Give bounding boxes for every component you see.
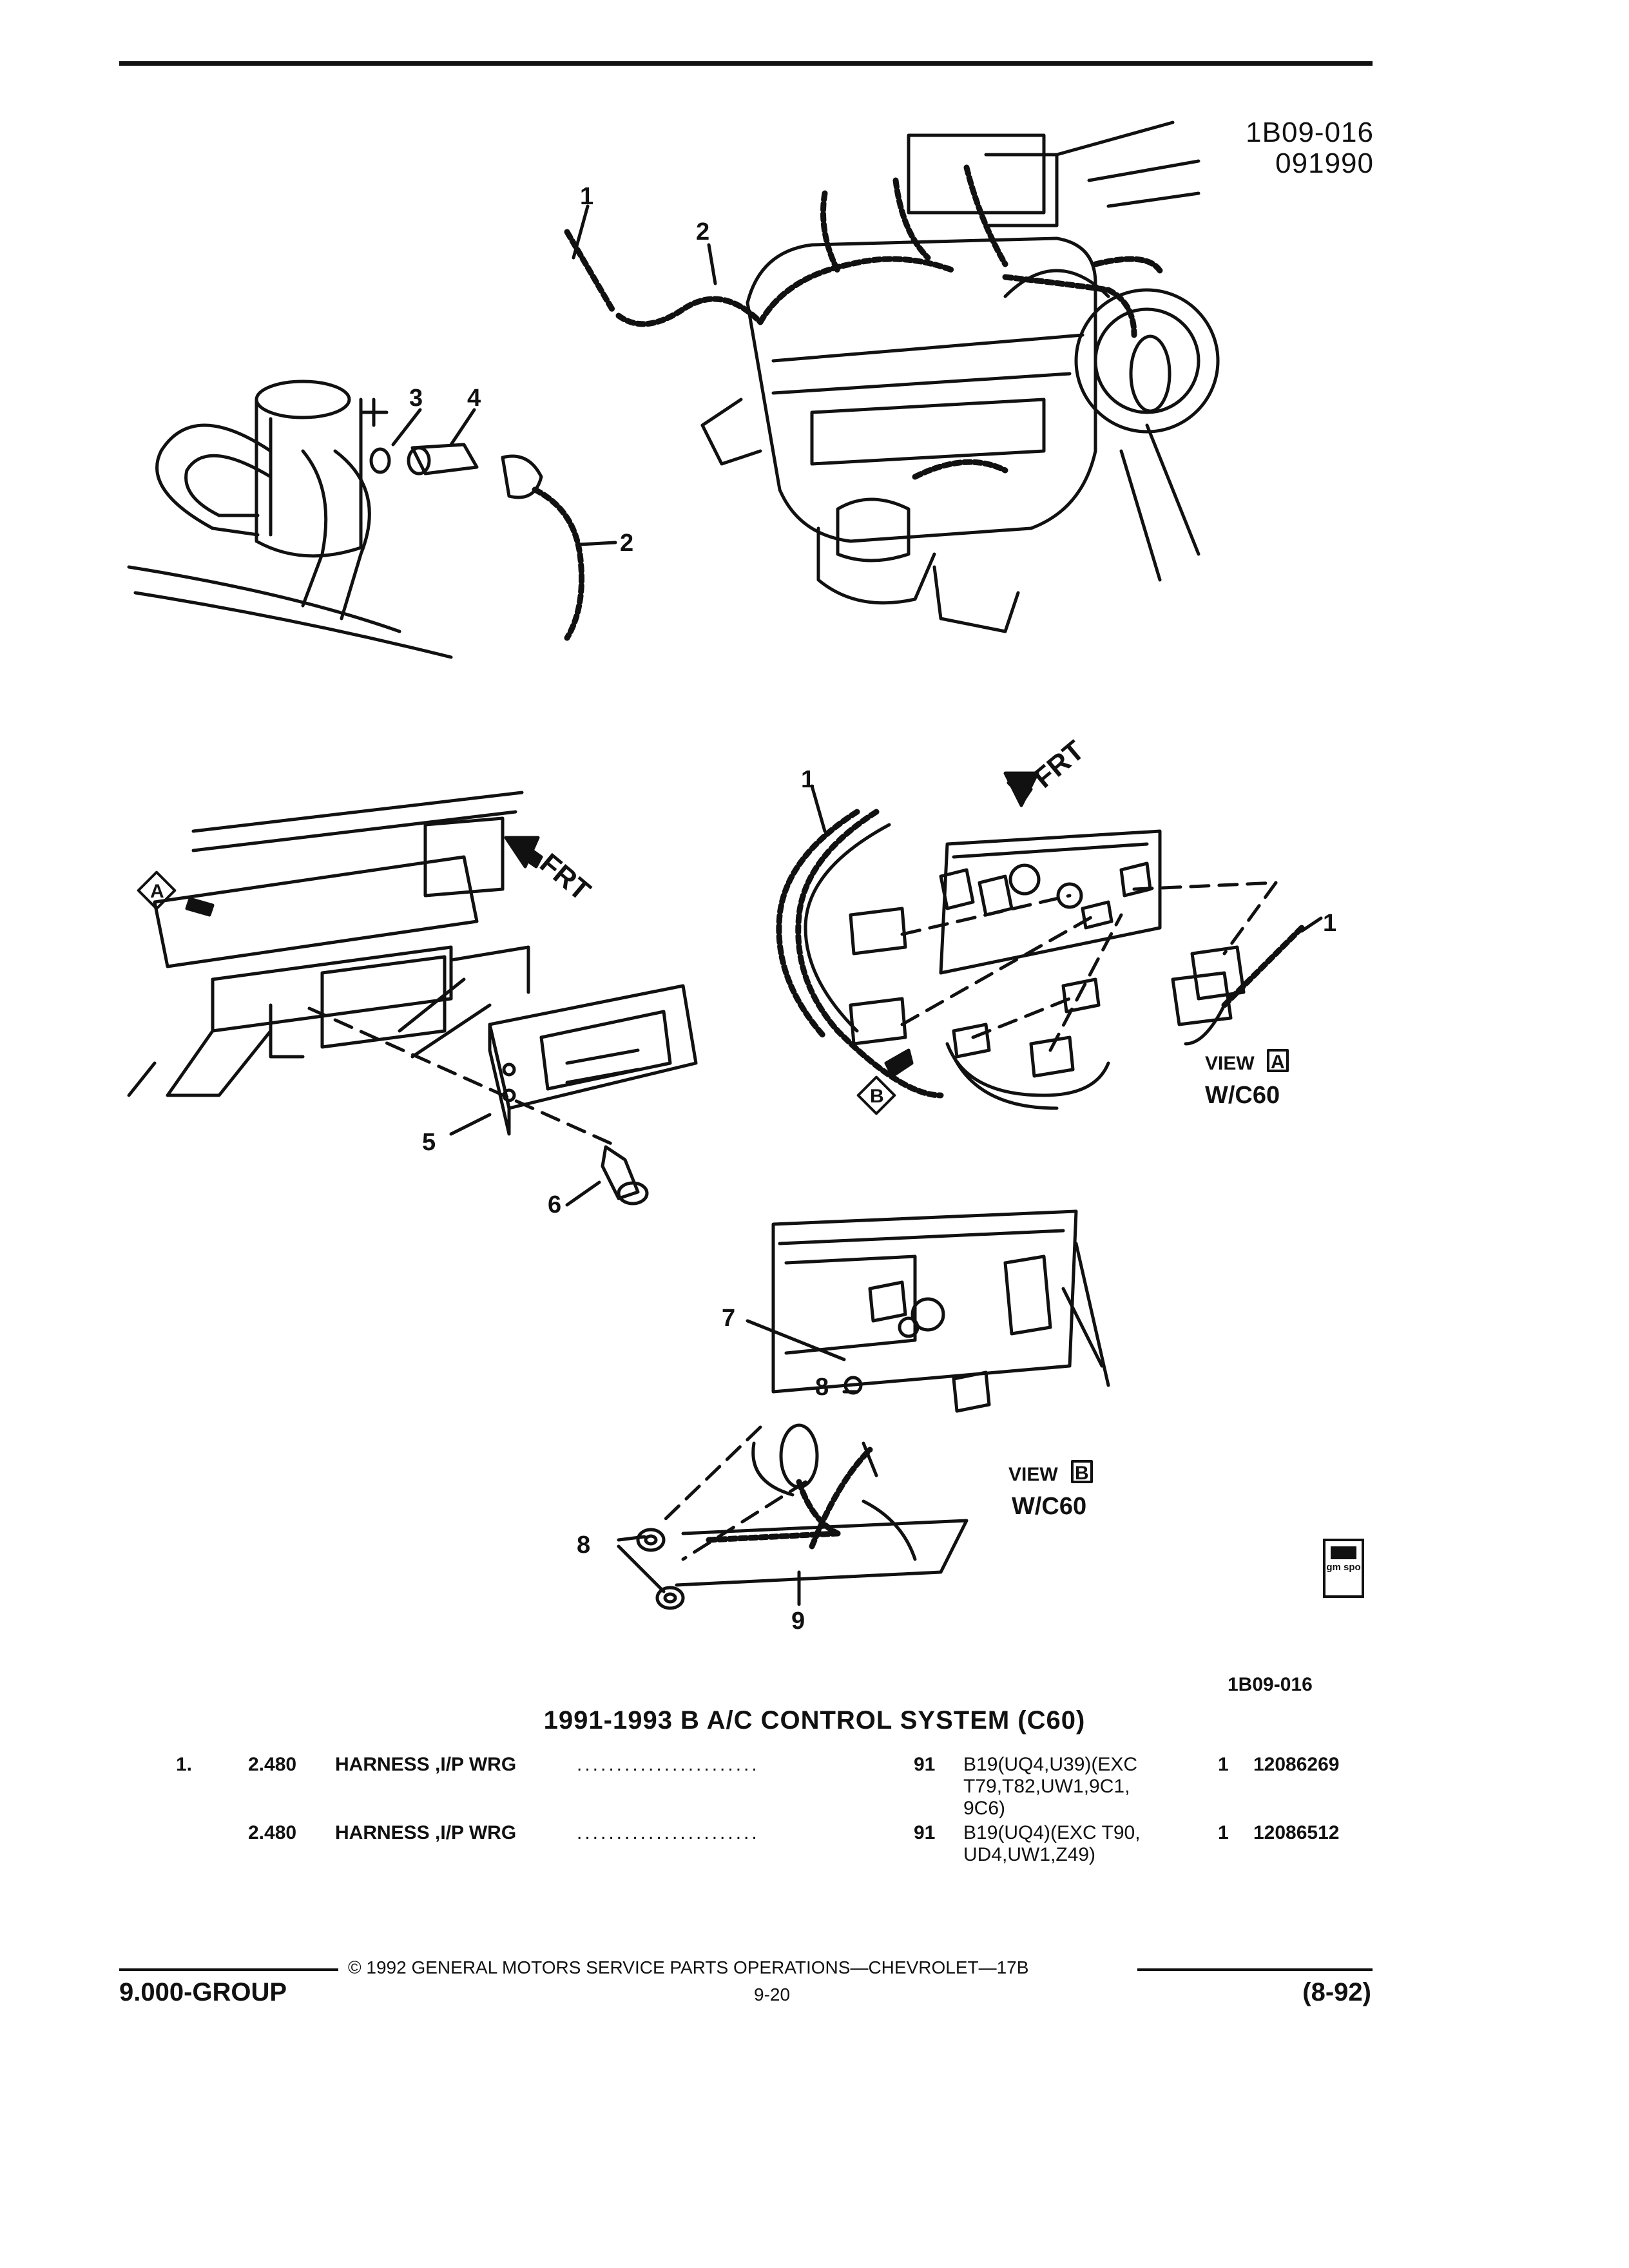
view-a-letter: A: [1271, 1052, 1285, 1073]
callout-4: 4: [467, 385, 481, 412]
view-b-harness: [706, 1446, 873, 1550]
view-b-option: W/C60: [1012, 1493, 1086, 1520]
gm-spo-logo: gm spo: [1323, 1539, 1364, 1598]
callout-8-nuts: 8: [577, 1532, 590, 1559]
figure-reference: 1B09-016: [1228, 1674, 1313, 1695]
callout-5: 5: [422, 1129, 436, 1156]
view-a-drawing: [849, 829, 1246, 1078]
wiring-harness-drawing: [564, 164, 1163, 480]
callout-1-view-a-right: 1: [1323, 910, 1336, 937]
model-year: 91: [914, 1822, 936, 1843]
callout-6: 6: [548, 1191, 561, 1218]
view-a-harness: [776, 809, 1305, 1099]
top-rule: [119, 61, 1373, 66]
quantity: 1: [1218, 1754, 1229, 1775]
pressure-switch-drawing: [369, 443, 584, 641]
group-code: 2.480: [248, 1754, 297, 1775]
footer-rule-right: [1137, 1968, 1373, 1971]
revision-date: (8-92): [1302, 1978, 1371, 2006]
engine-drawing: [700, 120, 1220, 633]
quantity: 1: [1218, 1822, 1229, 1843]
callout-1-view-a-left: 1: [801, 766, 815, 793]
part-name: HARNESS ,I/P WRG: [335, 1754, 517, 1775]
view-b-marker: B: [870, 1086, 884, 1107]
group-label: 9.000-GROUP: [119, 1978, 287, 2006]
callout-8-view-b: 8: [815, 1374, 829, 1401]
callout-7: 7: [722, 1305, 735, 1332]
part-number: 12086269: [1253, 1754, 1340, 1775]
parts-row-2: 2.480 HARNESS ,I/P WRG .................…: [0, 1822, 1629, 1874]
view-a-word: VIEW: [1205, 1053, 1255, 1074]
usage-line: B19(UQ4,U39)(EXC: [963, 1754, 1138, 1775]
accumulator-drawing: [127, 380, 453, 659]
parts-row-1: 1. 2.480 HARNESS ,I/P WRG ..............…: [0, 1754, 1629, 1825]
part-number: 12086512: [1253, 1822, 1340, 1843]
figure-id-block: 1B09-016 091990: [1246, 117, 1374, 179]
figure-date: 091990: [1275, 148, 1374, 179]
gm-spo-logo-text: gm spo: [1326, 1562, 1361, 1573]
part-name: HARNESS ,I/P WRG: [335, 1822, 517, 1843]
usage-line: UD4,UW1,Z49): [963, 1844, 1096, 1865]
frt-label-left: FRT: [534, 847, 597, 907]
item-number: 1.: [176, 1754, 193, 1775]
figure-id: 1B09-016: [1246, 117, 1374, 148]
view-a-option: W/C60: [1205, 1082, 1280, 1109]
model-year: 91: [914, 1754, 936, 1775]
usage-line: T79,T82,UW1,9C1,: [963, 1776, 1130, 1797]
view-b-letter: B: [1075, 1463, 1089, 1484]
usage-line: 9C6): [963, 1798, 1006, 1819]
page-number: 9-20: [754, 1984, 791, 2004]
usage-line: B19(UQ4)(EXC T90,: [963, 1822, 1141, 1843]
view-a-marker: A: [150, 881, 164, 902]
footer-rule-left: [119, 1968, 338, 1971]
callout-1-top: 1: [580, 183, 593, 210]
group-code: 2.480: [248, 1822, 297, 1843]
view-b-word: VIEW: [1008, 1464, 1058, 1485]
callout-9: 9: [791, 1608, 805, 1635]
leader-dots: .......................: [577, 1754, 760, 1775]
frt-label-right: FRT: [1028, 735, 1090, 794]
callout-2-top: 2: [696, 218, 709, 245]
control-head-drawing: [127, 791, 698, 1136]
callout-2-switch: 2: [620, 530, 633, 557]
screw-drawing: [601, 1145, 649, 1206]
callout-3: 3: [409, 385, 423, 412]
view-b-drawing: [675, 1209, 1110, 1587]
copyright: © 1992 GENERAL MOTORS SERVICE PARTS OPER…: [348, 1957, 1029, 1977]
nut-drawing: [636, 1528, 685, 1610]
section-title: 1991-1993 B A/C CONTROL SYSTEM (C60): [543, 1706, 1086, 1735]
leader-dots: .......................: [577, 1822, 760, 1843]
